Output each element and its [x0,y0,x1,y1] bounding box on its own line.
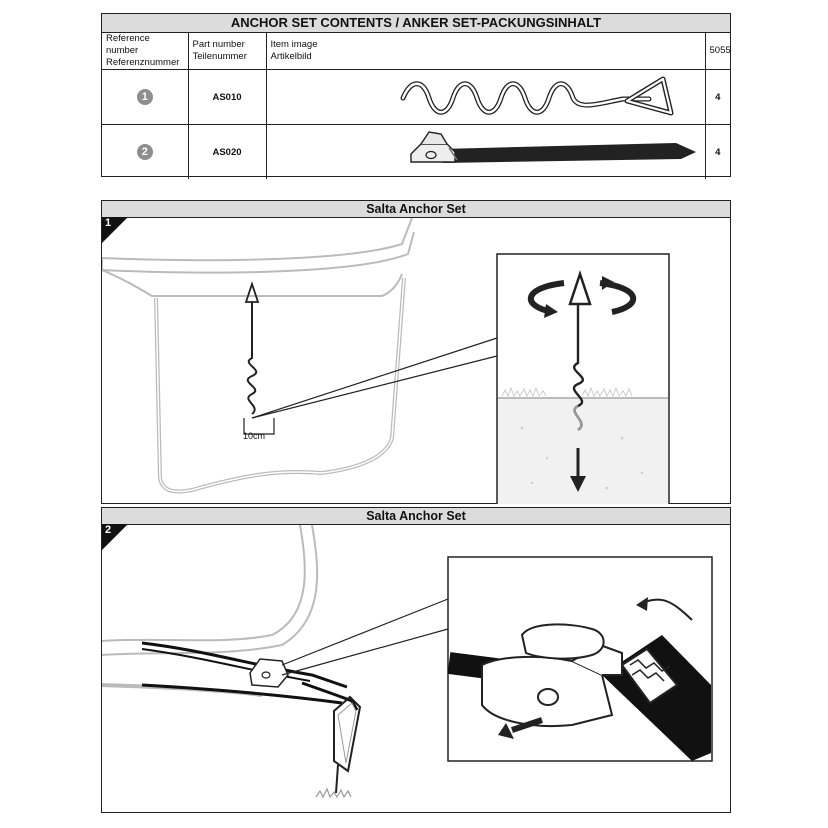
anchor-set-contents-table: ANCHOR SET CONTENTS / ANKER SET-PACKUNGS… [101,13,731,179]
depth-label: 10cm [243,431,266,441]
step2-panel: Salta Anchor Set 2 [101,507,731,813]
step2-number: 2 [105,524,112,536]
step1-panel: Salta Anchor Set 1 [101,200,731,504]
spiral-anchor-icon [400,76,673,115]
reference-badge: 1 [136,89,153,105]
strap-buckle-icon [409,130,696,163]
contents-grid: Reference number Referenznummer Part num… [102,33,731,179]
step1-illustration [102,218,670,504]
step2-title: Salta Anchor Set [102,508,730,525]
header-reference: Reference number Referenznummer [102,33,189,70]
step2-illustration [102,525,713,799]
contents-table-title: ANCHOR SET CONTENTS / ANKER SET-PACKUNGS… [102,14,730,33]
table-header-row: Reference number Referenznummer Part num… [102,33,731,70]
header-part-number: Part number Teilenummer [188,33,267,70]
part-number: AS010 [188,69,267,125]
quantity: 4 [705,69,730,125]
header-model: 5055 [705,33,731,70]
table-row: 1 AS010 4 [102,69,730,125]
step-corner-marker [102,524,128,550]
step-corner-marker [102,217,128,243]
table-row: 2 AS020 4 [102,124,730,179]
quantity: 4 [715,146,721,158]
step1-number: 1 [105,217,112,229]
part-number: AS020 [188,124,267,179]
header-item-image: Item image Artikelbild [266,33,706,70]
reference-badge: 2 [136,144,153,160]
step1-title: Salta Anchor Set [102,201,730,218]
